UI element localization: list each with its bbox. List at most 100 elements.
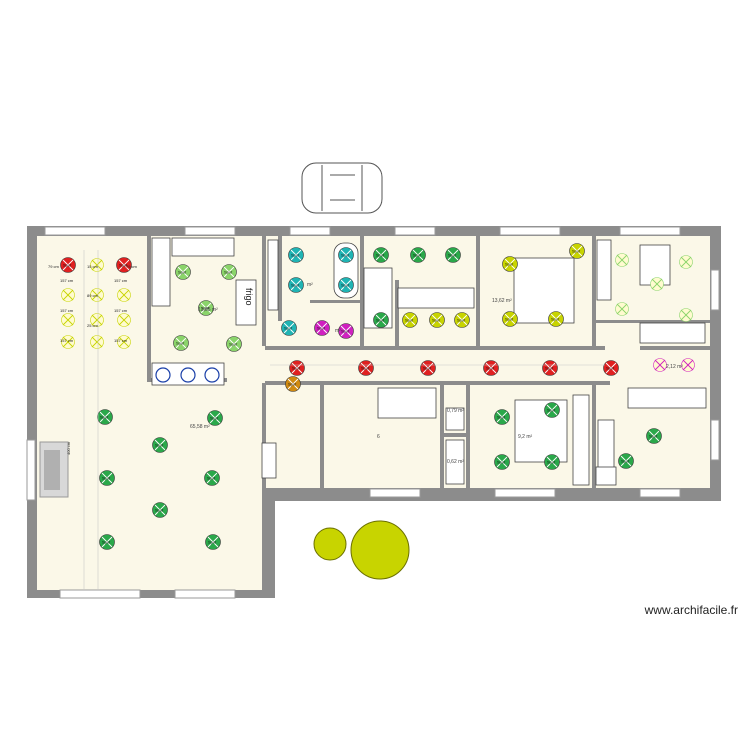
wall-bedroom1-right (592, 236, 596, 346)
wall-kitchen-right (262, 236, 266, 346)
spotlight: Spot (226, 336, 242, 352)
spotlight (90, 335, 104, 349)
spotlight: Spot (205, 534, 221, 550)
window-right2 (710, 419, 720, 461)
wall-wc-storage (444, 433, 468, 437)
spotlight (615, 253, 629, 267)
spotlight: Spot (646, 428, 662, 444)
spotlight: Spot (544, 454, 560, 470)
tree-large (350, 520, 410, 580)
spotlight-label: Spot (208, 540, 217, 545)
spotlight: Spot (603, 360, 619, 376)
fridge-label: frigo (244, 288, 254, 306)
spotlight: Spot (544, 402, 560, 418)
spotlight-label: Spot (448, 253, 457, 258)
spotlight-label: Spot (505, 317, 514, 322)
spotlight-label: Spot (547, 460, 556, 465)
spotlight: Spot (281, 320, 297, 336)
window-bedroom2 (494, 488, 556, 498)
spotlight-label: Spot (102, 476, 111, 481)
spotlight (61, 313, 75, 327)
spotlight: Spot (99, 534, 115, 550)
window-kitchen (184, 226, 236, 236)
bath2-toilet (595, 466, 617, 486)
kitchen-wall-left (147, 236, 151, 382)
spotlight-label: Spot (432, 318, 441, 323)
spotlight-label: Spot (649, 434, 658, 439)
wall-bath-right (360, 236, 364, 346)
spotlight: Spot (285, 376, 301, 392)
spotlight (61, 288, 75, 302)
spotlight: Spot (204, 470, 220, 486)
window-living-bottom (59, 589, 141, 599)
window-bath (289, 226, 331, 236)
area-corridor: 2,12 m² (666, 364, 683, 370)
spotlight: Spot (542, 360, 558, 376)
spotlight-label: Spot (376, 318, 385, 323)
dressing-rail (397, 287, 475, 309)
spotlight: Spot (221, 264, 237, 280)
bath2-basins (627, 387, 707, 409)
outer-wall-bottom (275, 488, 710, 498)
spotlight-label: Spot (63, 263, 72, 268)
spotlight (679, 308, 693, 322)
spotlight-label: Spot (551, 317, 560, 322)
bed1 (513, 257, 575, 324)
spotlight: Spot (338, 277, 354, 293)
spotlight: Spot (373, 247, 389, 263)
spotlight-label: Spot (155, 443, 164, 448)
spotlight: Spot (420, 360, 436, 376)
wall-bedroom1-left (476, 236, 480, 346)
area-small: m² (335, 328, 341, 334)
spotlight-label: Spot (505, 262, 514, 267)
spotlight: Spot (173, 335, 189, 351)
spotlight-label: Spot (176, 341, 185, 346)
living-cabinet (261, 442, 277, 479)
area-bedroom1: 13,62 m² (492, 298, 512, 304)
spotlight-label: Spot (201, 306, 210, 311)
wall-bedroom2-right (592, 383, 596, 488)
spotlight-label: Spot (155, 508, 164, 513)
spotlight-label: Spot (224, 270, 233, 275)
spotlight-label: Spot (210, 416, 219, 421)
spotlight-label: Spot (572, 249, 581, 254)
island-burners (155, 367, 220, 383)
window-laundry (369, 488, 421, 498)
spotlight-label: Spot (288, 382, 297, 387)
dim-label: 157 cm (114, 278, 128, 283)
spotlight-label: Spot (292, 366, 301, 371)
fireplace-inner (44, 450, 60, 490)
spotlight-label: Spot (291, 253, 300, 258)
spotlight: Spot (198, 300, 214, 316)
spotlight-label: Spot (178, 270, 187, 275)
spotlight (681, 358, 695, 372)
spotlight-label: Spot (102, 540, 111, 545)
laundry-machines (377, 387, 437, 419)
spotlight: Spot (410, 247, 426, 263)
dim-label: 157 cm (60, 308, 74, 313)
window-bath2 (639, 488, 681, 498)
corridor-ext (265, 383, 275, 488)
spotlight: Spot (99, 470, 115, 486)
wc-toilet (445, 407, 465, 431)
spotlight: Spot (402, 312, 418, 328)
wall-living-right (262, 383, 266, 443)
window-living-top (44, 226, 106, 236)
window-office (619, 226, 681, 236)
spotlight: Spot (175, 264, 191, 280)
wall-dressing (395, 280, 399, 348)
spotlight (650, 277, 664, 291)
wall-small-room (310, 300, 362, 303)
wall-corridor-bottom (265, 381, 610, 385)
windows (26, 226, 720, 599)
spotlight: Spot (618, 453, 634, 469)
dim-label: 157 cm (114, 308, 128, 313)
spotlight-label: Spot (413, 253, 422, 258)
spotlight: Spot (97, 409, 113, 425)
spotlight-label: Spot (486, 366, 495, 371)
window-left (26, 439, 36, 501)
spotlight: Spot (288, 277, 304, 293)
spotlight: Spot (494, 409, 510, 425)
office-shelf (596, 239, 612, 301)
